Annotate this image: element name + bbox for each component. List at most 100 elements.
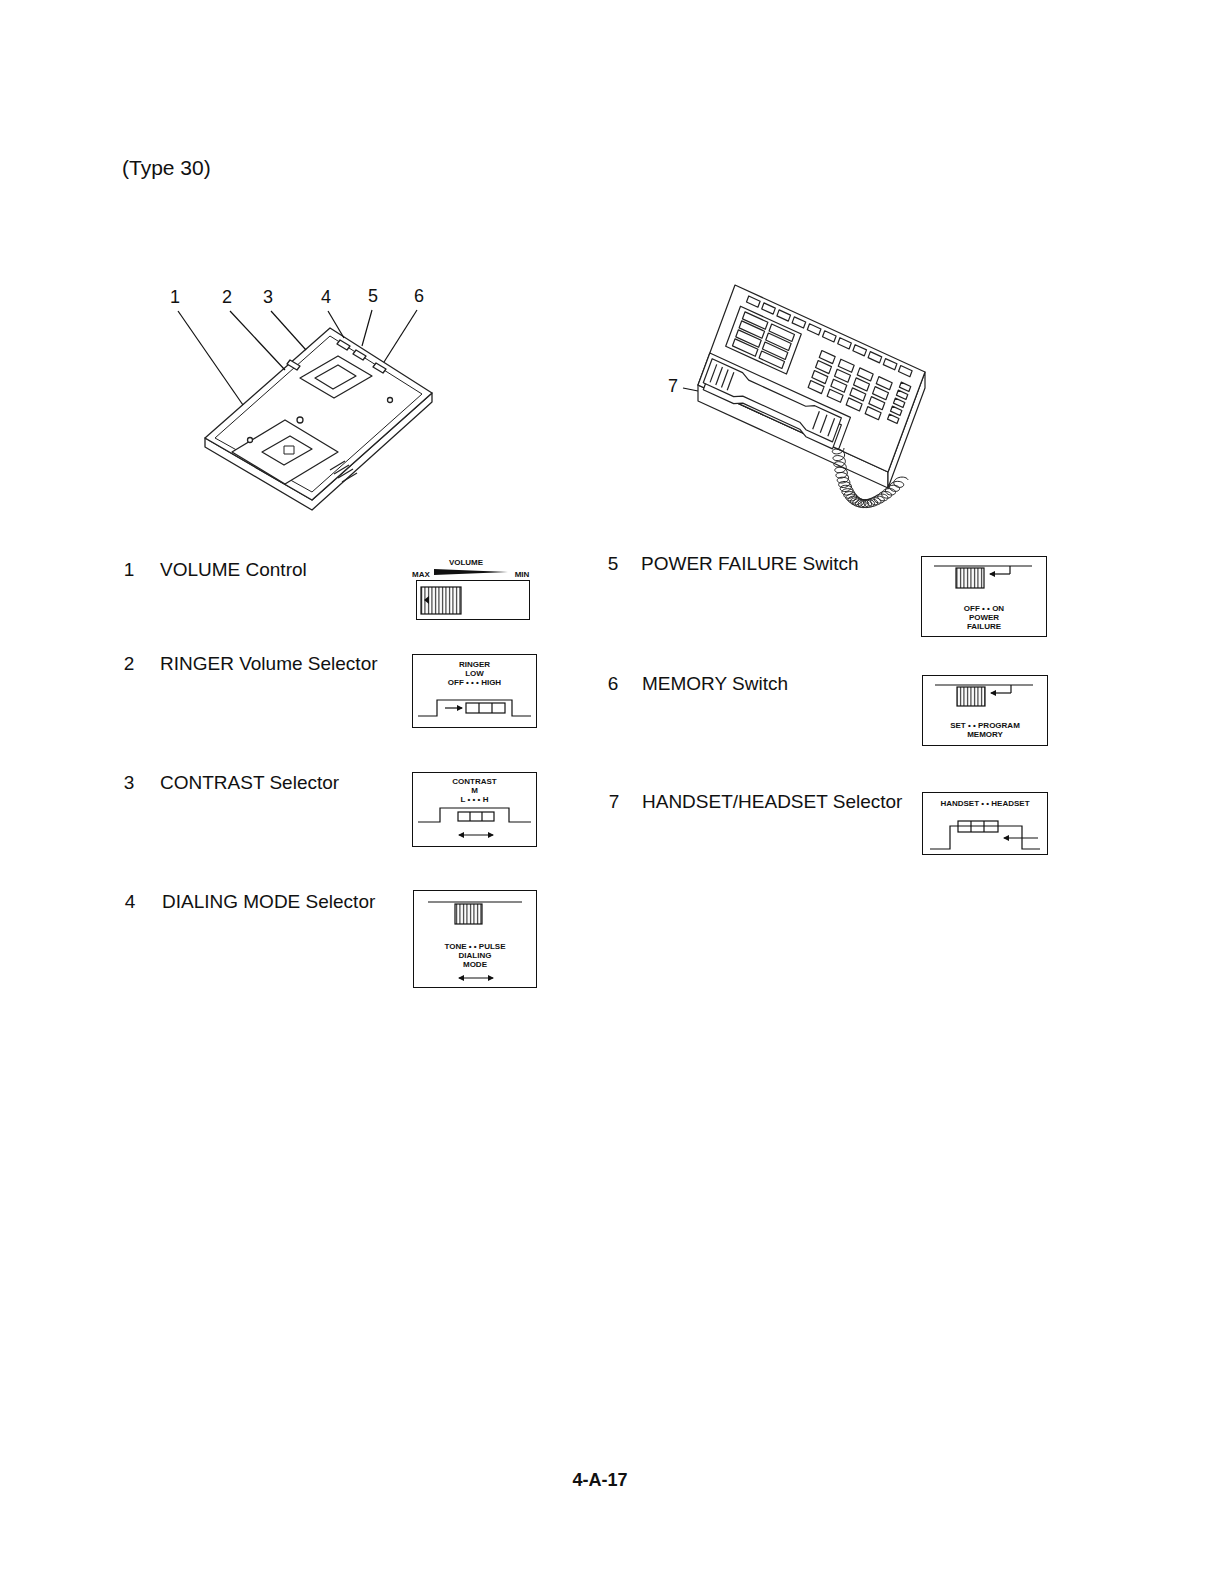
- switch-legend-text: SET • • PROGRAM: [950, 721, 1020, 730]
- grille-line: [820, 415, 827, 433]
- callout-number: 4: [321, 287, 331, 309]
- switch-slot: [458, 812, 494, 821]
- housing-rim: [215, 336, 422, 492]
- panel: [726, 306, 802, 374]
- slot-divider: [970, 821, 971, 832]
- switch-notch: [373, 363, 386, 373]
- arrow-line: [1009, 566, 1010, 574]
- switch-edge: [935, 684, 1033, 685]
- grille-line: [813, 411, 820, 429]
- switch-notch: [337, 340, 350, 350]
- item-number: 3: [124, 772, 135, 795]
- key: [827, 389, 843, 402]
- slider-arrow: [424, 596, 429, 604]
- memory-icon: SET • • PROGRAMMEMORY: [922, 675, 1048, 746]
- switch-legend-text: MAX: [412, 570, 430, 579]
- double-arrow: [459, 977, 493, 978]
- housing-base: [205, 328, 432, 500]
- item-name: CONTRAST Selector: [160, 772, 339, 795]
- switch-bracket: [418, 808, 531, 822]
- item-name: POWER FAILURE Switch: [641, 553, 859, 576]
- leader-line: [362, 310, 372, 346]
- handset-cradle: [698, 353, 850, 449]
- switch-notch: [287, 360, 300, 370]
- key: [747, 296, 761, 307]
- key: [899, 366, 913, 377]
- switch-edge: [428, 901, 522, 902]
- item-name: MEMORY Switch: [642, 673, 788, 696]
- key: [808, 381, 824, 394]
- switch-legend-text: M: [471, 786, 478, 795]
- key: [896, 390, 907, 399]
- leader-line: [328, 311, 344, 338]
- key: [762, 303, 776, 314]
- arrow-line: [1010, 685, 1011, 693]
- item-name: VOLUME Control: [160, 559, 307, 582]
- arrow-line: [991, 692, 1011, 693]
- slider: [957, 687, 985, 706]
- key: [838, 338, 852, 349]
- slider: [956, 568, 984, 588]
- slot-divider: [491, 703, 492, 713]
- grille-line: [727, 372, 734, 390]
- contrast-icon: CONTRASTML • • • H: [412, 772, 537, 847]
- switch-legend-text: DIALING MODE: [459, 951, 492, 969]
- switch-legend-text: CONTRAST: [452, 777, 496, 786]
- key: [823, 331, 837, 342]
- page-title: (Type 30): [122, 155, 211, 180]
- slot-divider: [983, 821, 984, 832]
- screw-hole: [248, 438, 253, 443]
- key: [777, 310, 791, 321]
- slot-divider: [478, 703, 479, 713]
- grille-line: [828, 418, 835, 436]
- item-name: DIALING MODE Selector: [162, 891, 375, 914]
- key: [759, 351, 784, 368]
- leader-lines: [178, 310, 703, 405]
- key: [846, 398, 862, 411]
- leader-line: [384, 310, 417, 362]
- double-arrow: [459, 834, 493, 835]
- switch-bracket: [930, 826, 1040, 849]
- slot-divider: [469, 812, 470, 821]
- switch-bracket: [418, 700, 531, 716]
- screw-hole: [297, 417, 303, 423]
- switch-notch: [353, 350, 366, 360]
- key: [865, 407, 881, 420]
- slider: [421, 587, 461, 614]
- switch-legend-text: POWER FAILURE: [967, 613, 1001, 631]
- switch-legend-text: HANDSET • • HEADSET: [940, 799, 1029, 808]
- key-panel: [726, 306, 802, 374]
- key: [853, 345, 867, 356]
- base-plate: [232, 420, 338, 484]
- leader-line: [230, 311, 285, 370]
- key: [868, 352, 882, 363]
- key: [883, 359, 897, 370]
- leader-line: [271, 311, 306, 350]
- slider: [455, 904, 482, 924]
- grille-line: [721, 370, 728, 388]
- switch-legend-text: L • • • H: [461, 795, 489, 804]
- item-number: 6: [608, 673, 619, 696]
- item-number: 2: [124, 653, 135, 676]
- phone-front-view: [698, 285, 925, 508]
- switch-slot: [466, 703, 505, 713]
- slot-divider: [481, 812, 482, 821]
- dialing-mode-icon: TONE • • PULSEDIALING MODE: [413, 890, 537, 988]
- key: [732, 339, 757, 356]
- switch-legend-text: MIN: [515, 570, 530, 579]
- callout-number: 2: [222, 287, 232, 309]
- item-number: 1: [124, 559, 135, 582]
- item-name: RINGER Volume Selector: [160, 653, 378, 676]
- switch-legend-text: RINGER: [459, 660, 490, 669]
- switch-edge: [934, 565, 1032, 566]
- callout-number: 6: [414, 286, 424, 308]
- switch-legend-text: VOLUME: [449, 558, 483, 567]
- plate-recess: [262, 436, 312, 465]
- handset-outline: [703, 359, 841, 442]
- item-number: 7: [609, 791, 620, 814]
- handset-headset-icon: HANDSET • • HEADSET: [922, 792, 1048, 855]
- item-number: 4: [125, 891, 136, 914]
- switch-slot: [958, 821, 998, 832]
- callout-number: 7: [668, 376, 678, 398]
